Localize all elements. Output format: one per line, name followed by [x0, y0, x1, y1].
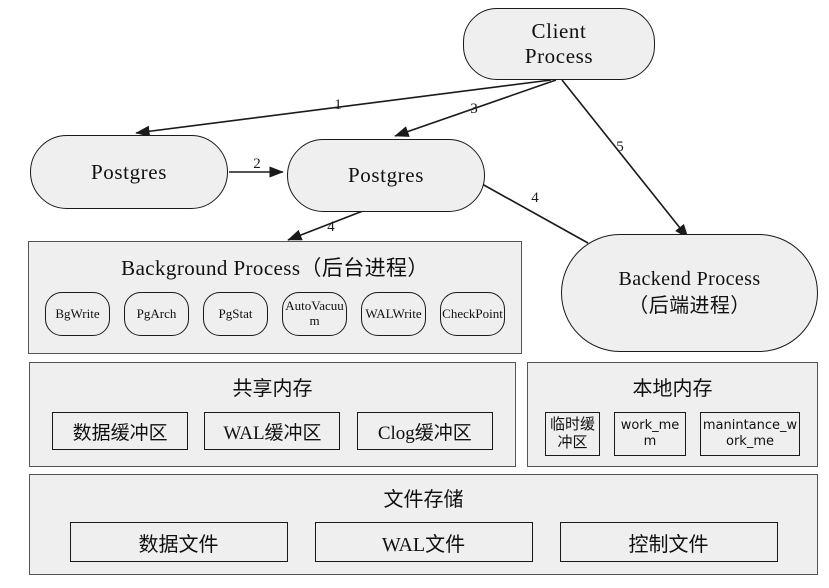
edge-3-client-to-postgres-right: 3 [394, 79, 557, 137]
edge-3-label: 3 [470, 101, 478, 117]
backend-process-label-line2: （后端进程） [628, 295, 751, 317]
edge-2-postgres-left-to-right: 2 [229, 156, 284, 178]
client-process-label-line2: Process [524, 44, 594, 68]
bg-process-pgarch[interactable]: PgArch [124, 292, 189, 336]
file-storage-items: 数据文件 WAL文件 控制文件 [30, 522, 817, 562]
bg-process-bgwriter[interactable]: BgWrite [45, 292, 110, 336]
edge-5-client-to-backend-process: 5 [561, 79, 689, 239]
local-memory-title: 本地内存 [632, 378, 713, 400]
local-memory-items: 临时缓冲区 work_mem manintance_work_me [528, 412, 817, 456]
edge-4b-postgres-to-backend-process: 4 [481, 183, 589, 244]
shared-memory-items: 数据缓冲区 WAL缓冲区 Clog缓冲区 [30, 412, 515, 450]
file-storage-panel: 文件存储 数据文件 WAL文件 控制文件 [29, 474, 818, 575]
postgres-right-node[interactable]: Postgres [287, 139, 485, 212]
postgres-left-node[interactable]: Postgres [30, 135, 228, 209]
edge-2-label: 2 [253, 156, 261, 172]
bg-process-walwriter[interactable]: WALWrite [361, 292, 426, 336]
local-memory-panel: 本地内存 临时缓冲区 work_mem manintance_work_me [527, 362, 818, 467]
edge-4a-label: 4 [327, 219, 335, 235]
edge-4a-postgres-to-background-process: 4 [287, 208, 369, 241]
bg-process-checkpoint[interactable]: CheckPoint [440, 292, 505, 336]
backend-process-label-line1: Backend Process [618, 268, 761, 290]
local-item-temp-buffer[interactable]: 临时缓冲区 [545, 412, 600, 456]
edge-5-label: 5 [616, 139, 624, 155]
client-process-label-line1: Client [531, 19, 587, 44]
edge-4b-label: 4 [531, 190, 539, 206]
client-process-node[interactable]: Client Process [463, 8, 655, 80]
local-item-maintenance-work-mem[interactable]: manintance_work_me [700, 412, 800, 456]
shared-item-wal-buffer[interactable]: WAL缓冲区 [204, 412, 341, 450]
file-storage-title: 文件存储 [383, 489, 464, 511]
background-process-panel: Background Process（后台进程） BgWrite PgArch … [28, 241, 522, 354]
file-item-wal-file[interactable]: WAL文件 [314, 522, 533, 562]
bg-process-autovacuum[interactable]: AutoVacuum [282, 292, 347, 336]
bg-process-pgstat[interactable]: PgStat [203, 292, 268, 336]
local-item-work-mem[interactable]: work_mem [614, 412, 686, 456]
file-item-control-file[interactable]: 控制文件 [559, 522, 778, 562]
edge-1-label: 1 [334, 97, 342, 113]
background-process-items: BgWrite PgArch PgStat AutoVacuum WALWrit… [29, 292, 521, 336]
shared-item-data-buffer[interactable]: 数据缓冲区 [52, 412, 189, 450]
backend-process-node[interactable]: Backend Process （后端进程） [561, 234, 818, 352]
shared-memory-panel: 共享内存 数据缓冲区 WAL缓冲区 Clog缓冲区 [29, 362, 516, 467]
shared-memory-title: 共享内存 [232, 378, 313, 400]
background-process-title: Background Process（后台进程） [121, 256, 429, 280]
edge-1-client-to-postgres-left: 1 [135, 79, 552, 137]
shared-item-clog-buffer[interactable]: Clog缓冲区 [356, 412, 493, 450]
postgres-right-label: Postgres [348, 163, 424, 188]
postgres-left-label: Postgres [91, 159, 167, 184]
file-item-data-file[interactable]: 数据文件 [69, 522, 288, 562]
